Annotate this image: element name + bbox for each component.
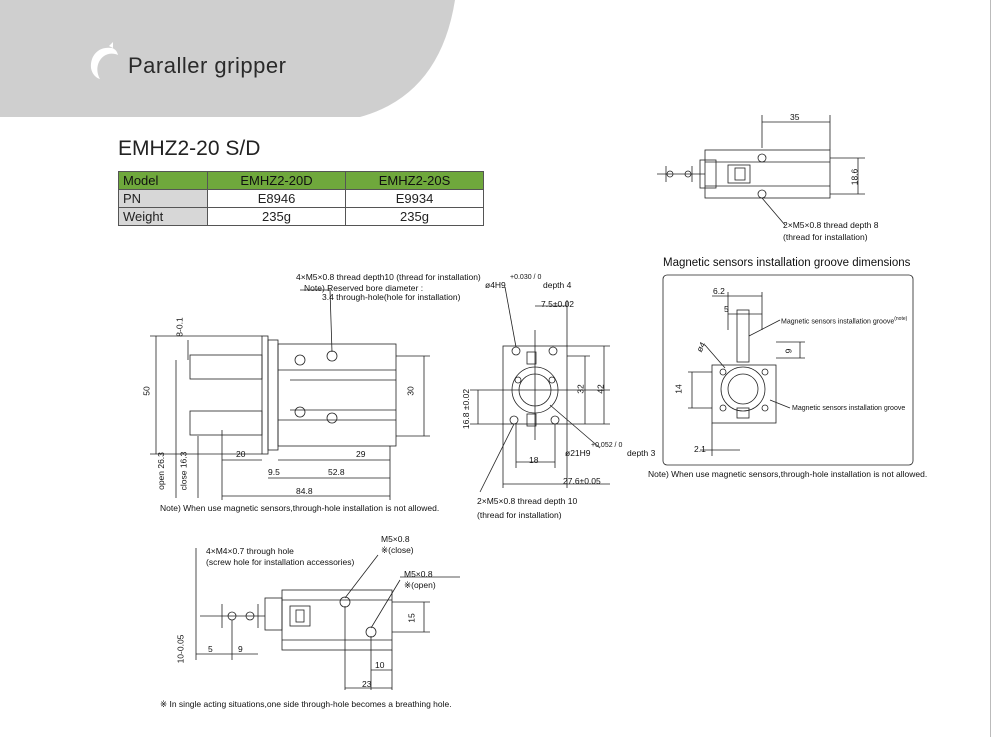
side-bore-note-1: Note) Reserved bore diameter :: [304, 283, 424, 293]
spec-cell: E9934: [345, 189, 484, 208]
bottom-m5-close: M5×0.8: [381, 534, 410, 544]
front-view-drawing: [470, 286, 610, 493]
bottom-dim-10-tol: 10-0.05: [175, 634, 186, 664]
side-dim-9-5: 9.5: [268, 467, 280, 477]
sensor-dim-2-1: 2.1: [694, 444, 706, 454]
bottom-open-label: ※(open): [404, 580, 436, 590]
sensor-dim-14: 14: [673, 384, 684, 394]
front-bore-tol: +0.052 / 0: [591, 442, 623, 449]
spec-header-20s: EMHZ2-20S: [345, 171, 484, 190]
spec-table-header-row: Model EMHZ2-20D EMHZ2-20S: [118, 171, 484, 190]
side-dim-29: 29: [356, 449, 366, 459]
bottom-close-label: ※(close): [381, 545, 414, 555]
spec-cell: 235g: [345, 207, 484, 226]
top-view-drawing: [657, 115, 865, 226]
top-dim-width: 35: [790, 112, 800, 122]
dolphin-logo-icon: [90, 42, 118, 79]
bottom-dim-23: 23: [362, 679, 372, 689]
bottom-footnote: ※ In single acting situations,one side t…: [160, 699, 452, 709]
sensor-section-title: Magnetic sensors installation groove dim…: [663, 257, 911, 269]
bottom-dim-10: 10: [375, 660, 385, 670]
front-dim-27-6: 27.6±0.05: [563, 476, 601, 486]
side-view-drawing: [150, 289, 430, 500]
side-close-label: close 16.3: [178, 451, 189, 491]
side-open-label: open 26.3: [155, 452, 166, 490]
spec-row-label: Weight: [118, 207, 208, 226]
sensor-dim-6-2: 6.2: [713, 286, 725, 296]
side-bore-note-2: 3.4 through-hole(hole for installation): [322, 292, 461, 302]
front-hole-tol: +0.030 / 0: [510, 274, 542, 281]
bottom-m5-open: M5×0.8: [404, 569, 433, 579]
side-dim-52-8: 52.8: [328, 467, 345, 477]
bottom-dim-9: 9: [238, 644, 243, 654]
front-dim-7-5: 7.5±0.02: [541, 299, 575, 309]
sensor-dim-9: 9: [783, 348, 794, 354]
page-title: Paraller gripper: [128, 53, 287, 78]
top-dim-height: 18.6: [849, 168, 860, 186]
bottom-dim-5: 5: [208, 644, 213, 654]
front-dim-42: 42: [595, 384, 606, 394]
sensor-note: Note) When use magnetic sensors,through-…: [648, 469, 928, 479]
spec-header-model: Model: [118, 171, 208, 190]
side-dim-84-8: 84.8: [296, 486, 313, 496]
model-title: EMHZ2-20 S/D: [118, 137, 261, 160]
top-note-1: 2×M5×0.8 thread depth 8: [783, 220, 879, 230]
bottom-dim-15: 15: [406, 613, 417, 623]
bottom-hole-note-1: 4×M4×0.7 through hole: [206, 546, 294, 556]
front-thread-note-1: 2×M5×0.8 thread depth 10: [477, 496, 578, 506]
table-row: Weight 235g 235g: [118, 207, 484, 226]
front-hole-note: ø4H9: [485, 280, 506, 290]
sensor-groove-note-right: Magnetic sensors installation groove: [792, 405, 906, 412]
front-thread-note-2: (thread for installation): [477, 510, 562, 520]
spec-table: Model EMHZ2-20D EMHZ2-20S PN E8946 E9934…: [118, 171, 484, 226]
front-dim-16-8: 16.8 ±0.02: [461, 388, 472, 430]
spec-cell: 235g: [207, 207, 346, 226]
side-dim-30: 30: [405, 386, 416, 396]
sensor-groove-note-top: Magnetic sensors installation groove(not…: [781, 316, 908, 326]
bottom-view-drawing: [195, 548, 460, 690]
front-bore-note: ø21H9: [565, 448, 591, 458]
page-edge-rule: [990, 0, 991, 737]
spec-row-label: PN: [118, 189, 208, 208]
spec-header-20d: EMHZ2-20D: [207, 171, 346, 190]
bottom-hole-note-2: (screw hole for installation accessories…: [206, 557, 355, 567]
sensor-groove-drawing: [662, 274, 914, 466]
top-note-2: (thread for installation): [783, 232, 868, 242]
side-dim-left-tol: 8-0.1: [174, 317, 185, 337]
side-thread-note: 4×M5×0.8 thread depth10 (thread for inst…: [296, 272, 481, 282]
front-bore-depth: depth 3: [627, 448, 656, 458]
table-row: PN E8946 E9934: [118, 189, 484, 208]
side-dim-50: 50: [141, 386, 152, 396]
side-note: Note) When use magnetic sensors,through-…: [160, 503, 440, 513]
front-hole-depth: depth 4: [543, 280, 572, 290]
spec-cell: E8946: [207, 189, 346, 208]
front-dim-18: 18: [529, 455, 539, 465]
sensor-dim-5: 5: [724, 304, 729, 314]
front-dim-32: 32: [575, 384, 586, 394]
side-dim-20: 20: [236, 449, 246, 459]
header-background: [0, 0, 455, 117]
